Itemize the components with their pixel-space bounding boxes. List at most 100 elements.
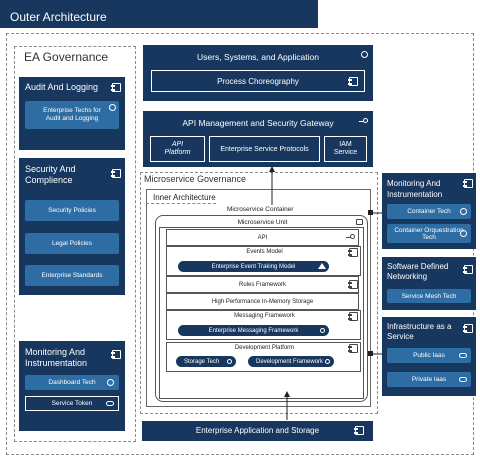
- container-tech-label: Container Tech: [407, 208, 451, 215]
- iaas-box: Infrastructure as a Service Public Iaas …: [382, 317, 476, 396]
- dashboard-tech-label: Dashboard Tech: [48, 379, 96, 386]
- audit-logging-item-label: Enterprise Techs for Audit and Logging: [43, 107, 101, 122]
- token-icon: [106, 401, 114, 406]
- monitoring-right-box: Monitoring And Instrumentation Container…: [382, 173, 476, 249]
- component-icon: [354, 426, 364, 435]
- private-iaas-label: Private Iaas: [411, 376, 447, 383]
- enterprise-app-storage-title: Enterprise Application and Storage: [195, 426, 320, 435]
- monitoring-right-title: Monitoring And Instrumentation: [387, 179, 443, 199]
- service-icon: [460, 208, 467, 215]
- process-choreography-label: Process Choreography: [217, 76, 299, 86]
- inner-architecture-divider: [146, 203, 216, 204]
- node-icon: [361, 51, 368, 58]
- public-iaas-label: Public Iaas: [413, 352, 445, 359]
- enterprise-standards[interactable]: Enterprise Standards: [25, 265, 119, 286]
- ea-governance-boundary: [14, 46, 136, 442]
- development-framework-label: Development Framework: [256, 358, 324, 365]
- sdn-title: Software Defined Networking: [387, 262, 449, 281]
- storage-icon: [459, 377, 467, 382]
- audit-logging-title: Audit And Logging: [25, 82, 99, 92]
- legal-policies[interactable]: Legal Policies: [25, 233, 119, 254]
- dashboard-tech[interactable]: Dashboard Tech: [25, 375, 119, 390]
- service-token[interactable]: Service Token: [25, 396, 119, 411]
- enterprise-messaging-framework[interactable]: Enterprise Messaging Framework: [178, 325, 329, 336]
- public-iaas[interactable]: Public Iaas: [387, 348, 471, 363]
- component-icon: [463, 265, 473, 274]
- api-row: API: [166, 229, 359, 246]
- api-label: API: [257, 234, 268, 241]
- component-icon: [463, 324, 473, 333]
- storage-row: High Performance In-Memory Storage: [166, 293, 359, 310]
- unit-content-frame: [159, 227, 364, 399]
- api-platform-label: API Platform: [164, 141, 191, 156]
- event-tracking-model-label: Enterprise Event Traking Model: [211, 263, 296, 270]
- sdn-box: Software Defined Networking Service Mesh…: [382, 257, 476, 310]
- container-icon: [356, 219, 363, 225]
- iam-service[interactable]: IAM Service: [324, 136, 367, 162]
- interface-icon: [346, 234, 355, 240]
- outer-architecture-header: Outer Architecture: [0, 0, 318, 28]
- enterprise-messaging-framework-label: Enterprise Messaging Framework: [208, 327, 299, 334]
- outer-architecture-title: Outer Architecture: [10, 10, 107, 24]
- users-systems-title: Users, Systems, and Application: [197, 52, 319, 62]
- component-icon: [348, 312, 358, 321]
- container-tech[interactable]: Container Tech: [387, 204, 471, 219]
- messaging-box: Messaging Framework: [166, 310, 361, 340]
- enterprise-service-protocols[interactable]: Enterprise Service Protocols: [209, 136, 320, 162]
- storage-icon: [459, 353, 467, 358]
- process-choreography[interactable]: Process Choreography: [151, 70, 365, 92]
- microservice-unit-box: Microservice Unit API Events Model Enter…: [155, 215, 368, 402]
- storage-tech-label: Storage Tech: [184, 358, 220, 365]
- audit-logging-item[interactable]: Enterprise Techs for Audit and Logging: [25, 101, 119, 129]
- component-icon: [111, 350, 121, 359]
- events-model-box: Events Model: [166, 246, 361, 276]
- service-icon: [227, 359, 232, 364]
- component-icon: [111, 83, 121, 92]
- private-iaas[interactable]: Private Iaas: [387, 372, 471, 387]
- rules-framework-row: Rules Framework: [166, 276, 359, 293]
- component-icon: [463, 179, 473, 188]
- container-orquestration-tech[interactable]: Container Orquestration Tech: [387, 224, 471, 243]
- event-tracking-model[interactable]: Enterprise Event Traking Model: [178, 261, 329, 272]
- component-icon: [348, 77, 358, 86]
- service-icon: [320, 328, 325, 333]
- dev-platform-title: Development Platform: [234, 345, 295, 351]
- events-model-title: Events Model: [246, 249, 283, 255]
- service-icon: [109, 104, 116, 111]
- service-icon: [107, 379, 114, 386]
- iaas-title: Infrastructure as a Service: [387, 322, 452, 341]
- users-systems-box: Users, Systems, and Application Process …: [143, 45, 373, 101]
- rules-framework-label: Rules Framework: [238, 281, 286, 288]
- enterprise-service-protocols-label: Enterprise Service Protocols: [220, 145, 309, 153]
- microservice-container-label: Microservice Container: [227, 206, 294, 213]
- storage-tech[interactable]: Storage Tech: [176, 356, 236, 367]
- api-management-title: API Management and Security Gateway: [182, 118, 334, 128]
- microservice-unit-label: Microservice Unit: [237, 219, 288, 226]
- ea-governance-title: EA Governance: [24, 50, 109, 64]
- monitoring-left-title: Monitoring And Instrumentation: [25, 347, 88, 368]
- microservice-governance-title: Microservice Governance: [144, 174, 247, 184]
- monitoring-left-box: Monitoring And Instrumentation Dashboard…: [19, 341, 125, 431]
- service-icon: [325, 359, 330, 364]
- security-compliance-title: Security And Complience: [25, 164, 76, 185]
- service-mesh-tech[interactable]: Service Mesh Tech: [387, 289, 471, 303]
- component-icon: [111, 169, 121, 178]
- security-policies[interactable]: Security Policies: [25, 200, 119, 221]
- microservice-governance-boundary: [140, 172, 378, 414]
- api-platform[interactable]: API Platform: [150, 136, 205, 162]
- messaging-title: Messaging Framework: [234, 313, 295, 319]
- enterprise-app-storage-box: Enterprise Application and Storage: [142, 421, 373, 441]
- audit-logging-box: Audit And Logging Enterprise Techs for A…: [19, 77, 125, 150]
- component-icon: [348, 280, 358, 289]
- security-compliance-box: Security And Complience Security Policie…: [19, 158, 125, 295]
- container-orquestration-tech-label: Container Orquestration Tech: [394, 226, 464, 241]
- inner-architecture-title: Inner Architecture: [153, 193, 216, 202]
- development-framework[interactable]: Development Framework: [248, 356, 334, 367]
- dev-platform-box: Development Platform: [166, 342, 361, 372]
- interface-icon: [359, 118, 368, 124]
- service-token-label: Service Token: [51, 400, 93, 407]
- api-management-box: API Management and Security Gateway API …: [143, 111, 373, 167]
- component-icon: [348, 248, 358, 257]
- service-icon: [460, 230, 467, 237]
- event-icon: [318, 263, 326, 269]
